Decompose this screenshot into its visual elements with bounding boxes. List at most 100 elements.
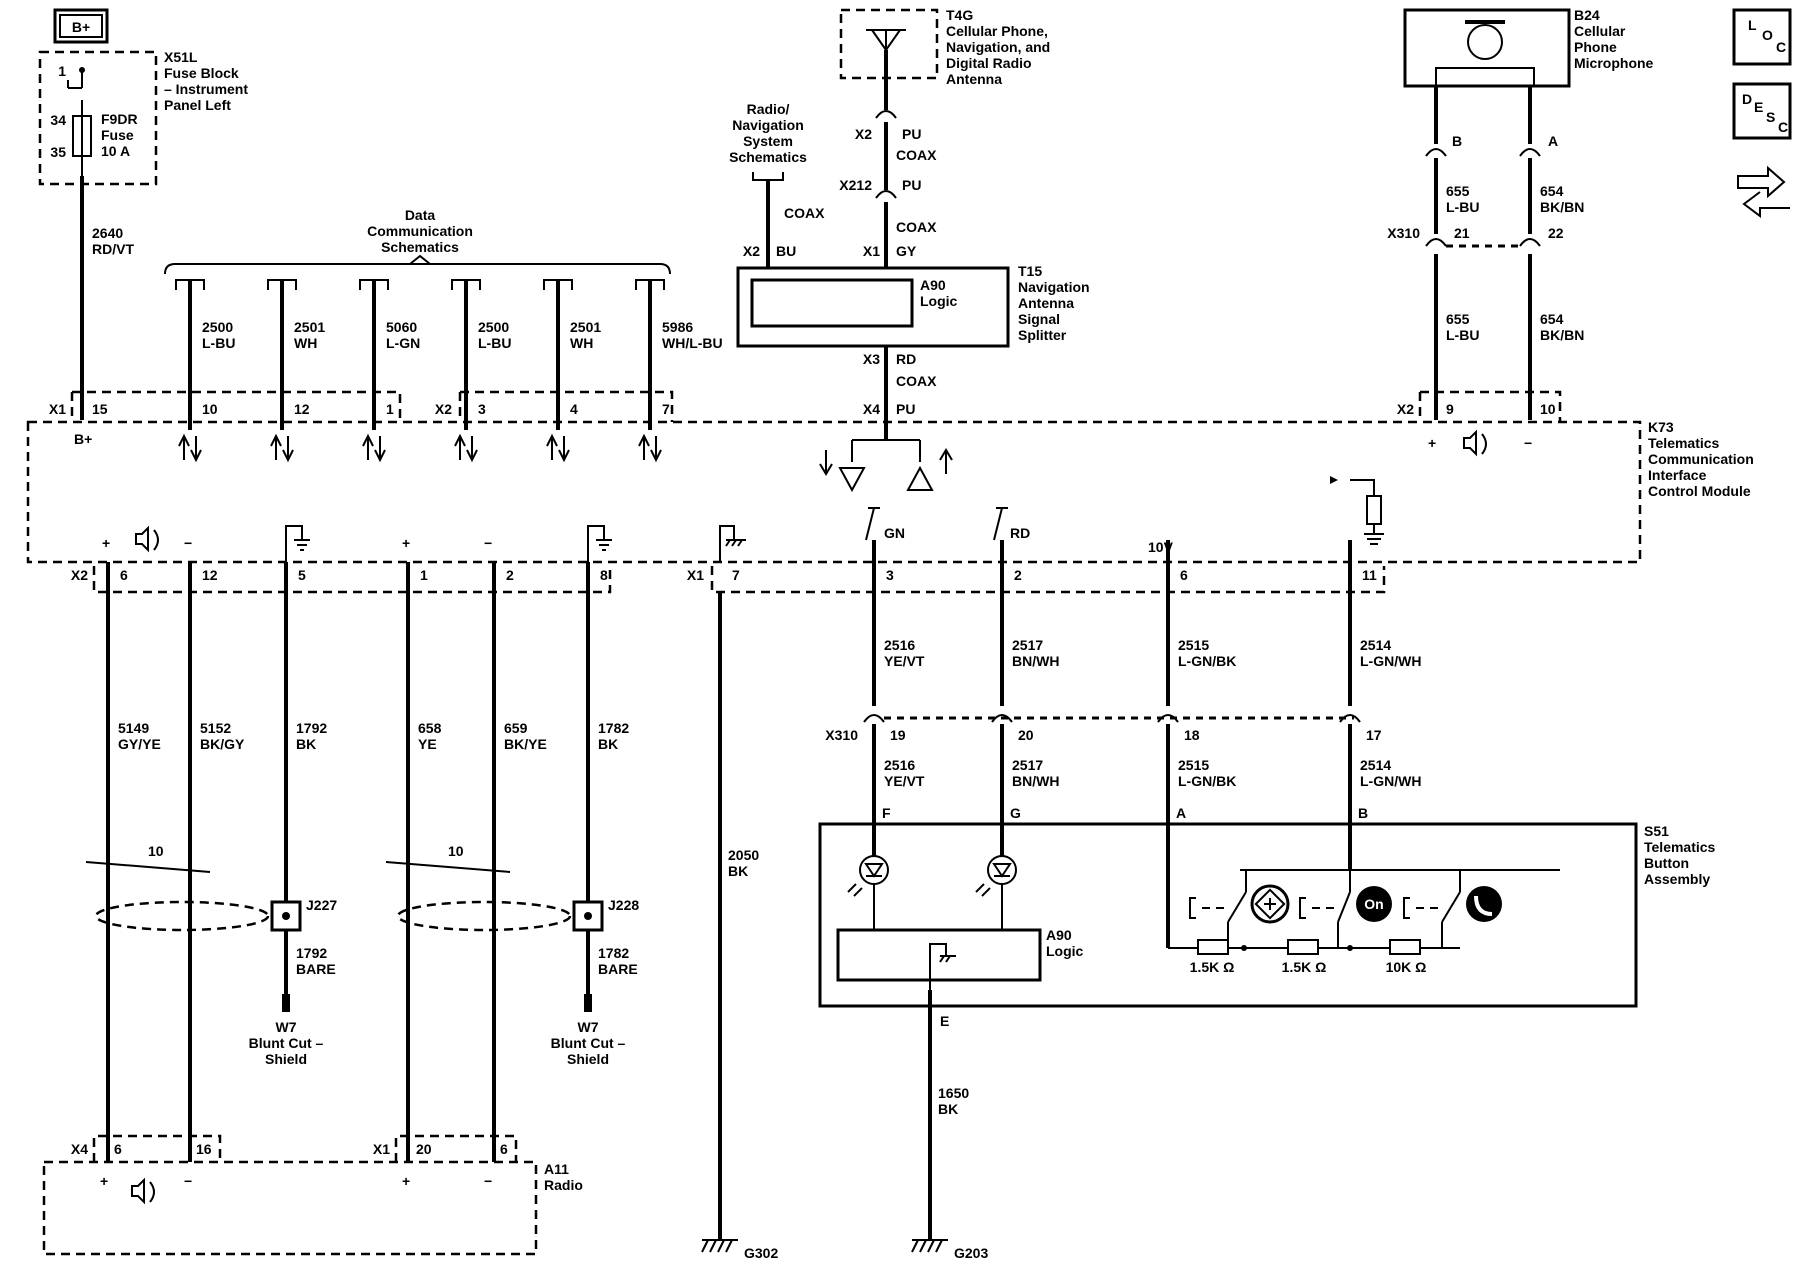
a11-pin-20: 20 [416,1141,432,1157]
data-wire-color: WH [294,335,317,351]
j228-w7: W7 [578,1019,599,1035]
data-wire-num: 2501 [294,319,325,335]
antenna-x2: X2 [855,126,872,142]
a11-plus-2: + [402,1173,410,1189]
wire-655-color-b: L-BU [1446,327,1479,343]
t4g-desc-3: Digital Radio [946,55,1032,71]
x51l-desc-3: Panel Left [164,97,231,113]
b24-pin-a: A [1548,133,1558,149]
a11-plus-1: + [100,1173,108,1189]
ground-icon [285,525,310,562]
t15-coax: COAX [784,205,825,221]
switch-button-2 [1299,891,1351,923]
data-wire-num: 5060 [386,319,417,335]
k73-bottom-pin: 6 [1180,567,1188,583]
bidirectional-arrow-icon [638,433,662,463]
antenna-pu-1: PU [902,126,921,142]
splice-j228: J228 1782 BARE W7 Blunt Cut – Shield [551,897,640,1067]
connector-terminal [1339,714,1361,723]
k73-bottom-pin: 5 [298,567,306,583]
pullup-resistor-icon [1330,476,1384,545]
radio-nav-line-3: System [743,133,793,149]
twisted-pair-2: 10 [385,843,572,932]
onstar-on-icon: On [1356,886,1392,922]
k73-desc-1: Telematics [1648,435,1720,451]
x310-top-name: X310 [1387,225,1420,241]
right-wire-color-upper: L-GN/WH [1360,653,1421,669]
k73-desc-4: Control Module [1648,483,1751,499]
right-wire-color-lower: L-GN/WH [1360,773,1421,789]
data-wire-color: L-GN [386,335,420,351]
right-wire-num-lower: 2517 [1012,757,1043,773]
k73-bottom-pin: 8 [600,567,608,583]
a11-x4: X4 [71,1141,88,1157]
radio-nav-line-2: Navigation [732,117,804,133]
k73-bottom-pin: 3 [886,567,894,583]
j227-name: J227 [306,897,337,913]
a11-desc: Radio [544,1177,583,1193]
bidirectional-arrow-icon [454,433,478,463]
j227-desc-1: Blunt Cut – [249,1035,324,1051]
k73-bottom-pin: 2 [506,567,514,583]
data-wire-pin: 1 [386,401,394,417]
lower-wire-color: GY/YE [118,736,161,752]
data-wire-color: L-BU [202,335,235,351]
b24-pin-b: B [1452,133,1462,149]
s51-logic: Logic [1046,943,1084,959]
a11-pin-6: 6 [114,1141,122,1157]
k73-x2-bottom: X2 [71,567,88,583]
g203-pin-e: E [940,1013,949,1029]
k73-plus-2: + [402,535,410,551]
right-wire-num-upper: 2514 [1360,637,1391,653]
f9dr-rating: 10 A [101,143,130,159]
lower-wire-num: 659 [504,720,528,736]
data-wire-pin: 7 [662,401,670,417]
connector-terminal [1157,714,1179,723]
wire-2050-num: 2050 [728,847,759,863]
k73-minus-2: − [484,535,492,551]
k73-x1-top: X1 [49,401,66,417]
x310-bottom-pin: 19 [890,727,906,743]
x310-bottom-name: X310 [825,727,858,743]
k73-minus-1: − [184,535,192,551]
right-wire-group: 2516YE/VT192516YE/VTF2517BN/WH202517BN/W… [863,540,1421,948]
led-icon [847,855,889,897]
data-wire-color: WH [570,335,593,351]
antenna-coax-1: COAX [896,147,937,163]
bidirectional-arrow-icon [546,433,570,463]
t15-x3: X3 [863,351,880,367]
t4g-desc-1: Cellular Phone, [946,23,1048,39]
f9dr-line2: Fuse [101,127,134,143]
radio-nav-line-4: Schematics [729,149,807,165]
k73-x2-top: X2 [435,401,452,417]
g302-name: G302 [744,1245,778,1261]
s51-desc-2: Button [1644,855,1689,871]
j227-desc-2: Shield [265,1051,307,1067]
s51-name: S51 [1644,823,1669,839]
k73-x1-bottom: X1 [687,567,704,583]
connector-end-view-icon[interactable] [1737,165,1790,218]
right-wire-num-lower: 2515 [1178,757,1209,773]
k73-bplus: B+ [74,431,92,447]
t4g-desc-2: Navigation, and [946,39,1050,55]
bidirectional-arrow-icon [362,433,386,463]
a11-name: A11 [544,1161,569,1177]
a11-pin-16: 16 [196,1141,212,1157]
data-wire-color: L-BU [478,335,511,351]
led-icon [975,855,1017,897]
s51-a90: A90 [1046,927,1072,943]
loc-letter-c: C [1776,39,1786,55]
right-wire-num-upper: 2515 [1178,637,1209,653]
k73-name: K73 [1648,419,1674,435]
t4g-name: T4G [946,7,973,23]
t15-logic: Logic [920,293,958,309]
bidirectional-arrow-icon [270,433,294,463]
button-assembly-s51: S51 Telematics Button Assembly A90 Logic [818,822,1716,1008]
x51l-name: X51L [164,49,198,65]
lower-wire-color: BK/YE [504,736,547,752]
antenna-port-icon [819,439,953,493]
lower-wire-num: 1792 [296,720,327,736]
j228-color: BARE [598,961,638,977]
data-comm-line-2: Communication [367,223,473,239]
data-wire-num: 2500 [202,319,233,335]
